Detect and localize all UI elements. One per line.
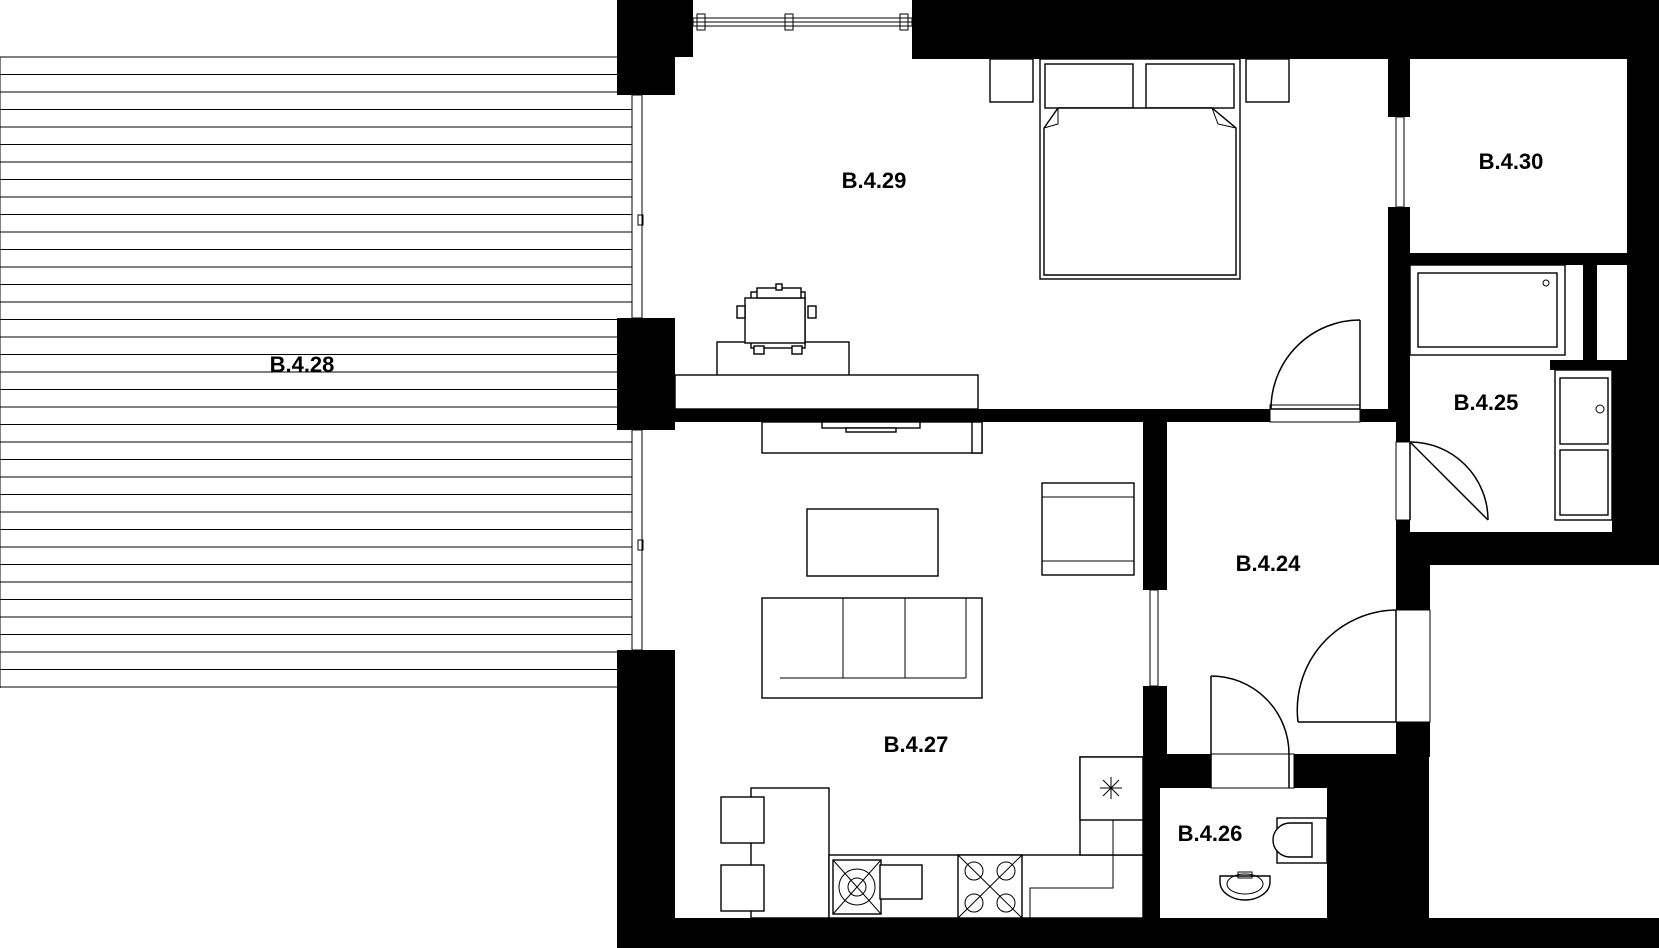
door-bathroom [1395, 441, 1489, 521]
room-label-b430: B.4.30 [1478, 149, 1544, 174]
nightstand-left [989, 58, 1034, 103]
tv-sideboard [761, 421, 983, 454]
nightstand-right [1245, 58, 1290, 103]
walls [617, 0, 1659, 948]
bed [1039, 58, 1241, 280]
washbasin [1219, 871, 1271, 901]
glazed-door [1395, 116, 1405, 208]
terrace-decking [0, 56, 632, 688]
room-label-b428: B.4.28 [269, 352, 335, 377]
room-label-b429: B.4.29 [841, 168, 907, 193]
desk [674, 283, 979, 410]
sofa [761, 597, 983, 699]
room-label-b427: B.4.27 [883, 732, 949, 757]
door-wc [1210, 675, 1295, 789]
coffee-table [806, 508, 939, 577]
door-bedroom [1269, 319, 1361, 423]
room-label-b424: B.4.24 [1235, 551, 1301, 576]
kitchen-counter [828, 756, 1144, 919]
glazed-partition [1149, 589, 1159, 687]
room-label-b425: B.4.25 [1453, 390, 1519, 415]
dining-table [720, 787, 830, 919]
window-left [631, 94, 644, 651]
armchair [1041, 482, 1135, 576]
window-top [692, 13, 913, 31]
bathtub [1409, 264, 1566, 356]
bath-cabinet [1554, 369, 1613, 521]
room-label-b426: B.4.26 [1177, 821, 1243, 846]
door-entrance [1296, 609, 1431, 723]
toilet [1272, 817, 1328, 864]
